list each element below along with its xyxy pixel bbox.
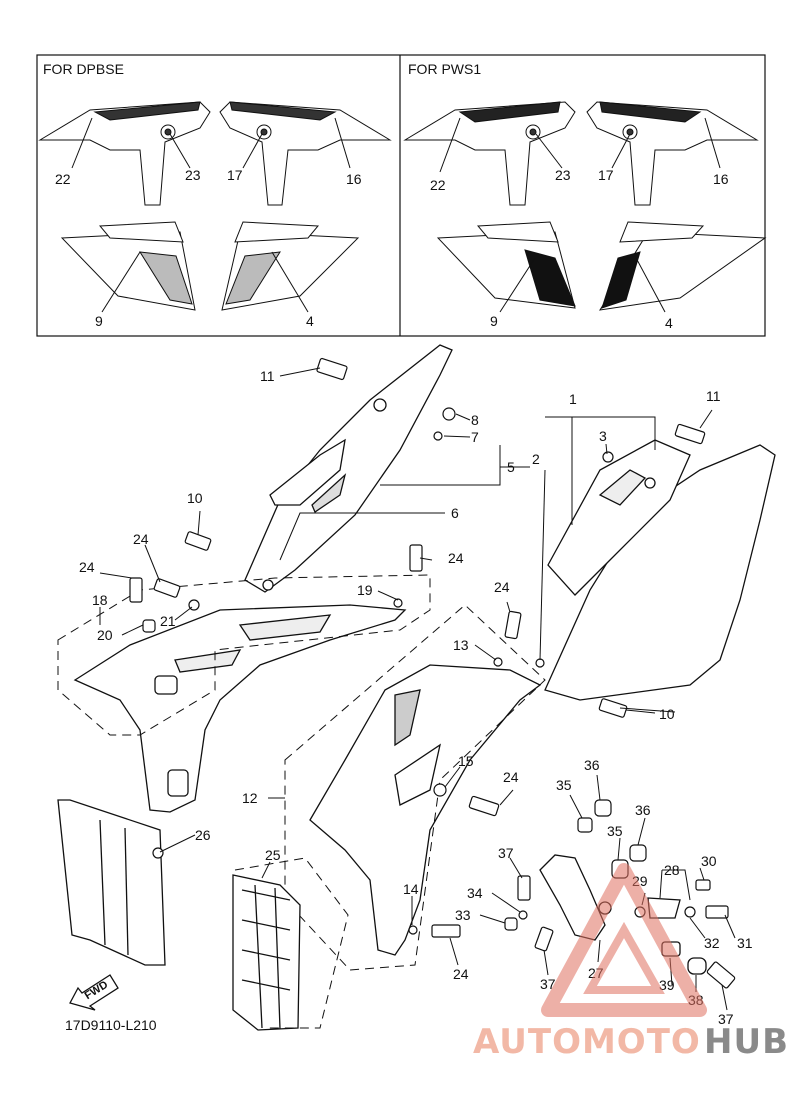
part-label: 1 (569, 391, 577, 407)
part-label: 5 (507, 459, 515, 475)
part-label: 6 (451, 505, 459, 521)
watermark-text-1: AUTOMOTO (473, 1022, 701, 1062)
radiator-louver (232, 874, 301, 1031)
part-label: 37 (718, 1011, 734, 1027)
part-label: 13 (453, 637, 469, 653)
part-label: 4 (665, 315, 673, 331)
part-label: 18 (92, 592, 108, 608)
part-label: 9 (490, 313, 498, 329)
part-label: 21 (160, 613, 176, 629)
part-label: 11 (706, 388, 721, 404)
radiator-guard-left (57, 799, 166, 966)
part-label: 15 (458, 753, 474, 769)
part-label: 36 (584, 757, 600, 773)
decal-sidecover-right-pws1 (599, 221, 767, 311)
part-label: 22 (430, 177, 446, 193)
panel-frame (36, 54, 766, 337)
part-label: 32 (704, 935, 720, 951)
decal-sidecover-left-pws1 (436, 221, 576, 309)
part-label: 16 (713, 171, 729, 187)
part-label: 3 (599, 428, 607, 444)
assembly-boundary-18 (57, 574, 431, 736)
radiator-cover (309, 664, 542, 956)
part-label: 17 (598, 167, 614, 183)
part-label: 20 (97, 627, 113, 643)
part-label: 24 (494, 579, 510, 595)
part-label: 37 (498, 845, 514, 861)
part-label: 36 (635, 802, 651, 818)
part-label: 31 (737, 935, 753, 951)
side-cover (544, 439, 776, 701)
decal-sidecover-left-dpbse (60, 221, 196, 311)
panel-title-left: FOR DPBSE (43, 61, 124, 77)
part-label: 17 (227, 167, 243, 183)
watermark-text-2: HUB (704, 1022, 789, 1062)
decal-shroud-left-pws1 (403, 101, 576, 206)
part-label: 25 (265, 847, 281, 863)
part-label: 14 (403, 881, 419, 897)
air-shroud (244, 344, 453, 593)
part-label: 10 (659, 706, 675, 722)
part-label: 28 (664, 862, 680, 878)
part-label: 19 (357, 582, 373, 598)
watermark-logo (541, 863, 707, 1017)
part-label: 24 (503, 769, 519, 785)
part-label: 37 (540, 976, 556, 992)
part-label: 26 (195, 827, 211, 843)
decal-shroud-right-pws1 (586, 101, 759, 206)
radiator-shroud (73, 604, 407, 813)
part-label: 23 (555, 167, 571, 183)
part-label: 33 (455, 907, 471, 923)
decal-panels (36, 54, 766, 337)
part-label: 24 (448, 550, 464, 566)
part-label: 11 (260, 368, 275, 384)
part-label: 4 (306, 313, 314, 329)
part-label: 24 (79, 559, 95, 575)
part-label: 39 (659, 977, 675, 993)
part-label: 35 (556, 777, 572, 793)
fasteners (129, 357, 736, 989)
part-labels: 22 23 17 16 9 4 22 23 17 16 9 4 11 8 7 5… (55, 167, 753, 1027)
assembly-boundary-12 (284, 604, 546, 971)
part-label: 9 (95, 313, 103, 329)
decal-shroud-right-dpbse (219, 101, 392, 206)
part-label: 34 (467, 885, 483, 901)
part-label: 24 (453, 966, 469, 982)
part-label: 22 (55, 171, 71, 187)
leader-lines (99, 367, 736, 1011)
fwd-arrow-icon: FWD (69, 974, 119, 1011)
part-label: 10 (187, 490, 203, 506)
part-label: 23 (185, 167, 201, 183)
decal-sidecover-right-dpbse (221, 221, 360, 311)
panel-title-right: FOR PWS1 (408, 61, 481, 77)
panel-leader-lines (71, 117, 721, 313)
part-label: 35 (607, 823, 623, 839)
part-label: 24 (133, 531, 149, 547)
part-label: 8 (471, 412, 479, 428)
part-label: 12 (242, 790, 258, 806)
part-label: 30 (701, 853, 717, 869)
decal-shroud-left-dpbse (38, 101, 211, 206)
part-label: 7 (471, 429, 479, 445)
assembly-boundary-25 (234, 857, 349, 1029)
part-label: 16 (346, 171, 362, 187)
diagram-code: 17D9110-L210 (65, 1017, 157, 1033)
part-label: 2 (532, 451, 540, 467)
